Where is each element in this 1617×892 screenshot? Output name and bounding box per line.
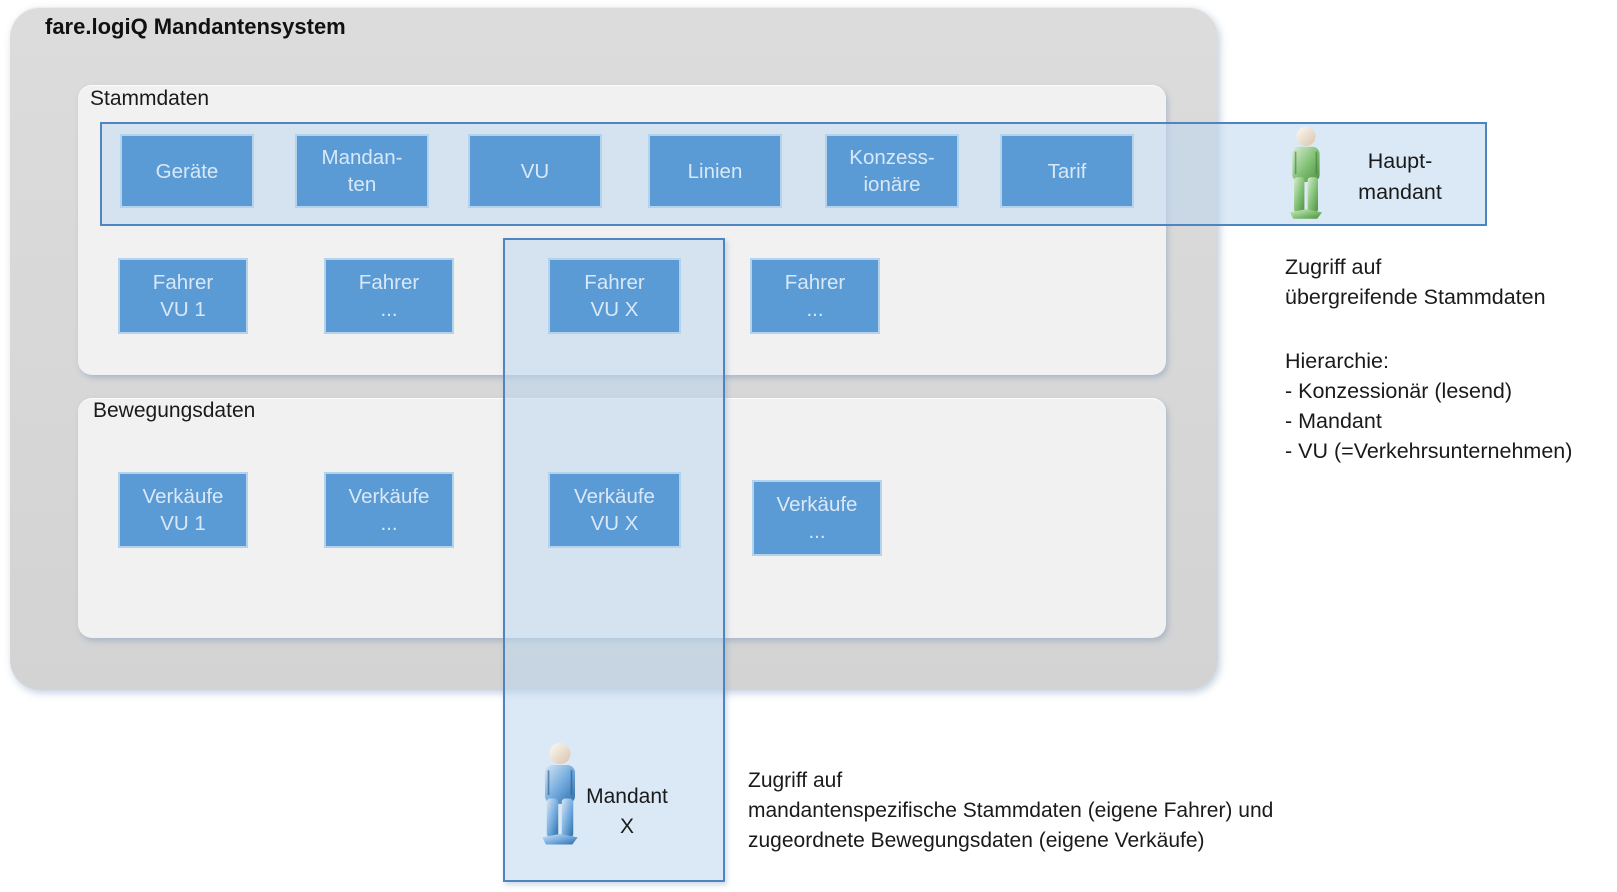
box-verkaeufe-vux: Verkäufe VU X xyxy=(548,472,681,548)
mandant-person-icon xyxy=(542,742,578,845)
annotation-hierarchy: Hierarchie: - Konzessionär (lesend) - Ma… xyxy=(1285,349,1573,463)
box-fahrer-etc1: Fahrer ... xyxy=(324,258,454,334)
diagram-title: fare.logiQ Mandantensystem xyxy=(45,14,346,39)
mandant-x-label: Mandant X xyxy=(586,785,668,838)
bewegungsdaten-label: Bewegungsdaten xyxy=(93,399,256,422)
box-linien: Linien xyxy=(648,134,782,208)
box-konzessionaere: Konzess- ionäre xyxy=(825,134,959,208)
box-geraete: Geräte xyxy=(120,134,254,208)
annotation-hauptmandant-access: Zugriff auf übergreifende Stammdaten xyxy=(1285,255,1546,309)
box-fahrer-vu1: Fahrer VU 1 xyxy=(118,258,248,334)
hauptmandant-person-icon xyxy=(1290,126,1322,219)
box-verkaeufe-vu1: Verkäufe VU 1 xyxy=(118,472,248,548)
box-fahrer-vux: Fahrer VU X xyxy=(548,258,681,334)
mandant-x-access-band xyxy=(503,238,725,882)
box-verkaeufe-etc1: Verkäufe ... xyxy=(324,472,454,548)
box-mandanten: Mandan- ten xyxy=(295,134,429,208)
stammdaten-label: Stammdaten xyxy=(90,87,210,110)
box-vu: VU xyxy=(468,134,602,208)
box-verkaeufe-etc2: Verkäufe ... xyxy=(752,480,882,556)
box-tarif: Tarif xyxy=(1000,134,1134,208)
annotation-mandant-access: Zugriff auf mandantenspezifische Stammda… xyxy=(748,769,1274,852)
box-fahrer-etc2: Fahrer ... xyxy=(750,258,880,334)
hauptmandant-label: Haupt- mandant xyxy=(1358,149,1442,204)
